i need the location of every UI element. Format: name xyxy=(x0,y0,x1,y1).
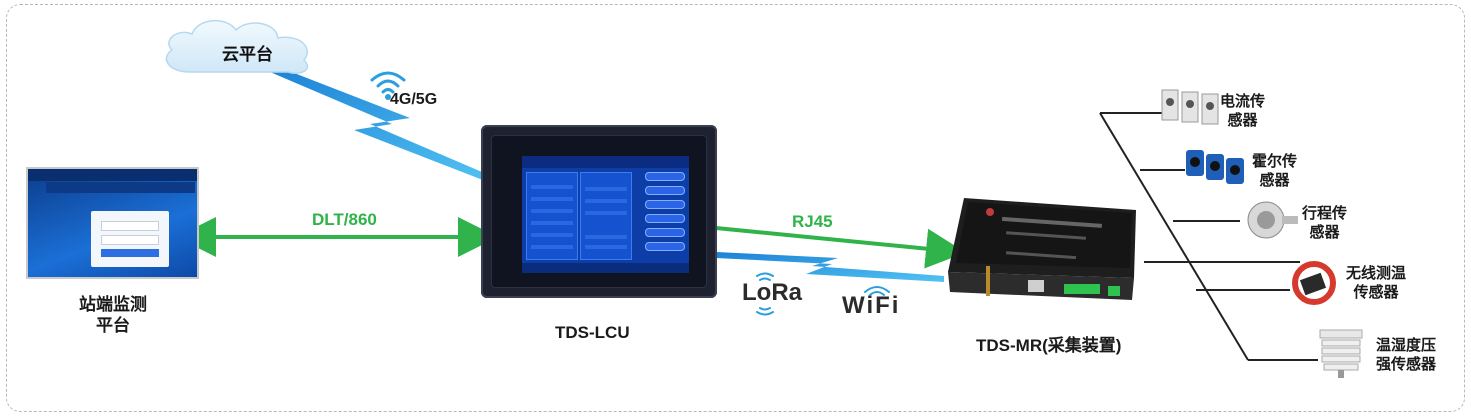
wifi-label: WiFi xyxy=(842,292,901,319)
mr-label: TDS-MR(采集装置) xyxy=(976,336,1122,355)
current-sensor-icon xyxy=(1161,89,1219,125)
lcu-screen xyxy=(522,156,689,273)
lcu-device xyxy=(481,125,717,298)
rj45-link-line xyxy=(715,226,966,269)
rj45-label: RJ45 xyxy=(792,212,833,231)
lora-signal-icon xyxy=(756,272,774,316)
sensor-tree xyxy=(1099,112,1318,361)
login-panel xyxy=(91,211,169,267)
stroke-sensor-icon xyxy=(1247,201,1298,239)
wireless-temp-sensor-icon xyxy=(1292,261,1336,305)
lcu-label: TDS-LCU xyxy=(555,323,630,342)
sensor-label-stroke: 行程传感器 xyxy=(1302,205,1348,241)
signal-icon xyxy=(370,71,406,100)
lora-label: LoRa xyxy=(742,279,802,306)
mr-device xyxy=(948,198,1136,300)
sensor-label-hall: 霍尔传感器 xyxy=(1252,153,1298,189)
sensor-label-humidity: 温湿度压强传感器 xyxy=(1376,337,1437,373)
humidity-sensor-icon xyxy=(1319,329,1363,378)
station-label: 站端监测 平台 xyxy=(79,295,147,335)
diagram-frame xyxy=(6,4,1465,412)
cloud-icon xyxy=(165,20,309,74)
station-monitor-screen xyxy=(26,167,199,279)
dlt-label: DLT/860 xyxy=(312,210,377,229)
sensor-label-wireless-temp: 无线测温传感器 xyxy=(1346,265,1407,301)
cellular-bolt xyxy=(270,66,496,182)
sensor-label-current: 电流传感器 xyxy=(1220,93,1266,129)
hall-sensor-icon xyxy=(1186,150,1244,184)
wireless-bolt xyxy=(716,252,944,282)
cloud-label: 云平台 xyxy=(222,45,273,64)
wifi-icon xyxy=(864,286,890,296)
cellular-label: 4G/5G xyxy=(390,91,438,108)
